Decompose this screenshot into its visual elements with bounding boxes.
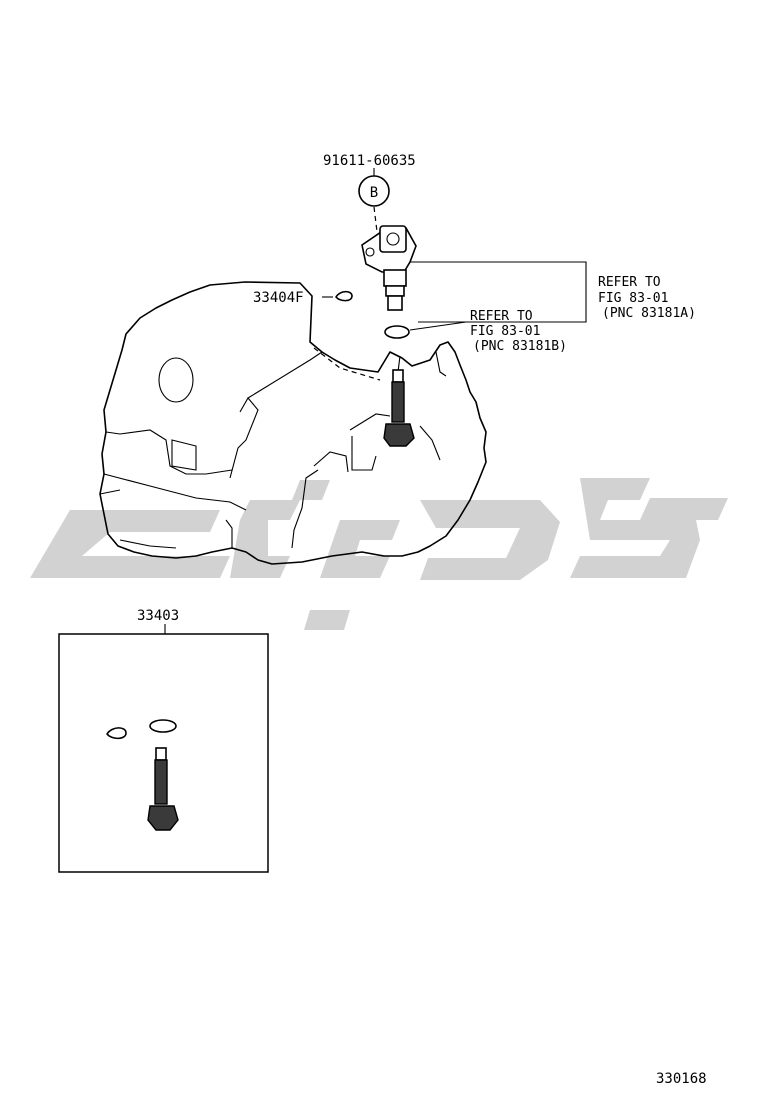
kit-driven-gear-shaft [147, 747, 179, 831]
clip-part [335, 290, 353, 302]
kit-part-number: 33403 [137, 608, 179, 624]
driven-gear-shaft [383, 369, 415, 447]
housing-leader-line [313, 347, 381, 381]
oring-reference-line1: REFER TO [470, 309, 533, 324]
speed-sensor [361, 225, 417, 311]
watermark-logo [30, 478, 728, 630]
kit-clip-part [106, 727, 127, 740]
clip-part-number: 33404F [253, 290, 304, 306]
kit-box [58, 633, 269, 873]
bolt-callout-letter: B [370, 185, 378, 201]
kit-o-ring-part [149, 719, 177, 733]
sensor-reference-line2: FIG 83-01 [598, 291, 668, 306]
oring-reference-line3: (PNC 83181B) [473, 339, 567, 354]
sensor-reference-line1: REFER TO [598, 275, 661, 290]
oring-reference-line2: FIG 83-01 [470, 324, 540, 339]
sensor-reference-bracket [410, 261, 587, 323]
o-ring-part [384, 325, 410, 339]
bolt-part-number: 91611-60635 [323, 153, 416, 169]
sensor-reference-line3: (PNC 83181A) [602, 306, 696, 321]
figure-number: 330168 [656, 1071, 707, 1087]
bolt-callout-circle [358, 175, 390, 207]
oring-reference-leader [409, 321, 467, 331]
transaxle-housing [99, 281, 487, 565]
